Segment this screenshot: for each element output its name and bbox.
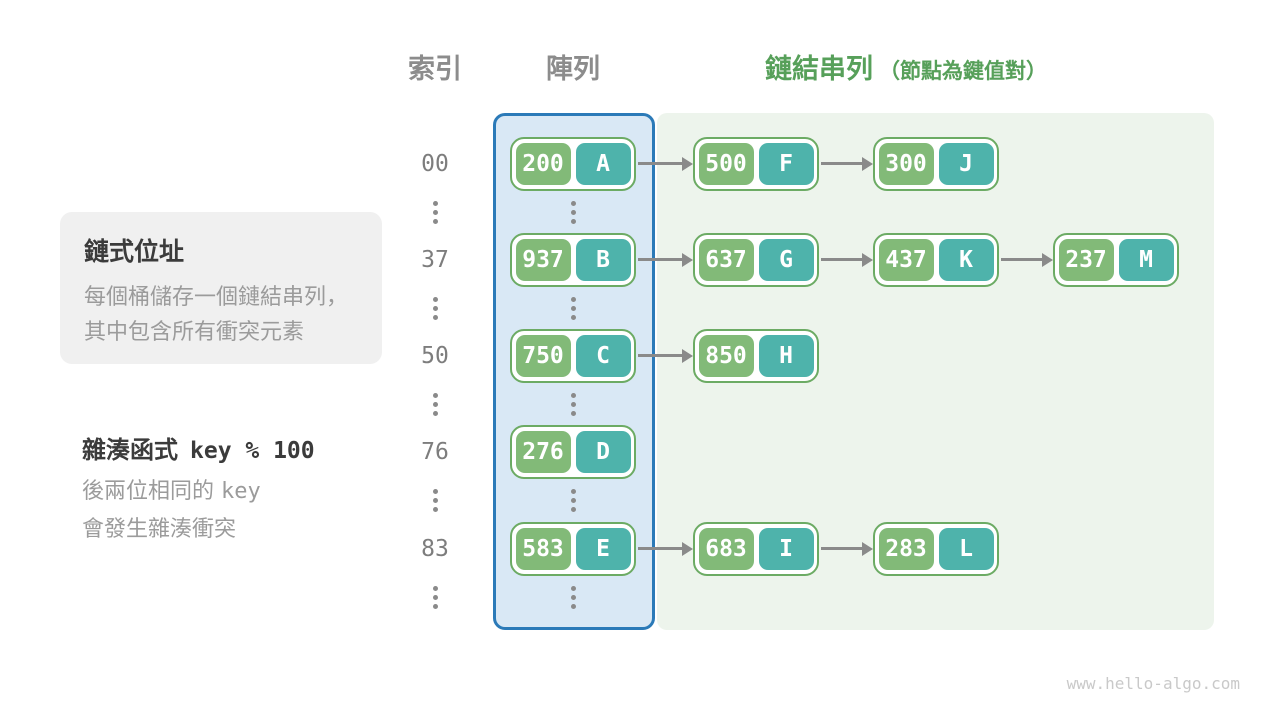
value-cell: D: [575, 431, 631, 473]
key-cell: 283: [878, 528, 934, 570]
ellipsis: [432, 201, 438, 224]
hash-function-formula: key % 100: [190, 438, 315, 464]
value-cell: J: [938, 143, 994, 185]
hash-note-line1: 後兩位相同的 key: [82, 479, 261, 504]
hash-function-label: 雜湊函式: [82, 436, 178, 464]
arrow: [821, 541, 873, 556]
ellipsis: [432, 297, 438, 320]
value-cell: F: [758, 143, 814, 185]
bucket-node: 750 C: [510, 329, 636, 383]
watermark: www.hello-algo.com: [1066, 674, 1240, 693]
key-cell: 583: [515, 528, 571, 570]
key-cell: 437: [878, 239, 934, 281]
arrow: [638, 348, 693, 363]
bucket-node: 276 D: [510, 425, 636, 479]
ellipsis: [432, 393, 438, 416]
hash-note-line2: 會發生雜湊衝突: [82, 517, 237, 542]
key-cell: 750: [515, 335, 571, 377]
value-cell: B: [575, 239, 631, 281]
key-cell: 637: [698, 239, 754, 281]
key-cell: 850: [698, 335, 754, 377]
index-label: 83: [421, 536, 449, 562]
info-box-line1: 每個桶儲存一個鏈結串列，: [84, 285, 349, 310]
ellipsis: [570, 489, 576, 512]
ellipsis: [432, 489, 438, 512]
info-box-line2: 其中包含所有衝突元素: [84, 320, 305, 345]
ellipsis: [570, 586, 576, 609]
ellipsis: [570, 297, 576, 320]
index-label: 37: [421, 247, 449, 273]
hash-note-body: 後兩位相同的 key 會發生雜湊衝突: [82, 473, 402, 549]
bucket-node: 937 B: [510, 233, 636, 287]
key-cell: 300: [878, 143, 934, 185]
chaining-info-box: 鏈式位址 每個桶儲存一個鏈結串列， 其中包含所有衝突元素: [60, 212, 382, 364]
value-cell: K: [938, 239, 994, 281]
value-cell: M: [1118, 239, 1174, 281]
key-cell: 500: [698, 143, 754, 185]
chain-node: 850 H: [693, 329, 819, 383]
chain-node: 437 K: [873, 233, 999, 287]
index-label: 50: [421, 343, 449, 369]
bucket-node: 583 E: [510, 522, 636, 576]
bucket-node: 200 A: [510, 137, 636, 191]
info-box-title: 鏈式位址: [84, 237, 185, 266]
value-cell: I: [758, 528, 814, 570]
value-cell: H: [758, 335, 814, 377]
ellipsis: [570, 393, 576, 416]
hash-function-note: 雜湊函式 key % 100 後兩位相同的 key 會發生雜湊衝突: [82, 430, 402, 549]
key-cell: 683: [698, 528, 754, 570]
value-cell: E: [575, 528, 631, 570]
chain-node: 683 I: [693, 522, 819, 576]
arrow: [1001, 252, 1053, 267]
ellipsis: [570, 201, 576, 224]
arrow: [638, 156, 693, 171]
chain-node: 237 M: [1053, 233, 1179, 287]
value-cell: C: [575, 335, 631, 377]
info-box-body: 每個桶儲存一個鏈結串列， 其中包含所有衝突元素: [84, 280, 358, 350]
key-cell: 276: [515, 431, 571, 473]
index-label: 76: [421, 439, 449, 465]
arrow: [638, 252, 693, 267]
chain-node: 300 J: [873, 137, 999, 191]
arrow: [821, 156, 873, 171]
ellipsis: [432, 586, 438, 609]
header-linked-list-note: （節點為鍵值對）: [879, 59, 1047, 83]
arrow: [638, 541, 693, 556]
header-linked-list-title: 鏈結串列: [765, 54, 873, 85]
chain-node: 637 G: [693, 233, 819, 287]
arrow: [821, 252, 873, 267]
index-label: 00: [421, 151, 449, 177]
value-cell: L: [938, 528, 994, 570]
key-cell: 200: [515, 143, 571, 185]
value-cell: G: [758, 239, 814, 281]
chain-node: 500 F: [693, 137, 819, 191]
key-cell: 237: [1058, 239, 1114, 281]
value-cell: A: [575, 143, 631, 185]
key-cell: 937: [515, 239, 571, 281]
header-linked-list: 鏈結串列（節點為鍵值對）: [765, 54, 1225, 86]
header-array-column: 陣列: [546, 54, 600, 85]
chain-node: 283 L: [873, 522, 999, 576]
hash-function-heading: 雜湊函式 key % 100: [82, 430, 402, 465]
header-index-column: 索引: [408, 54, 462, 85]
